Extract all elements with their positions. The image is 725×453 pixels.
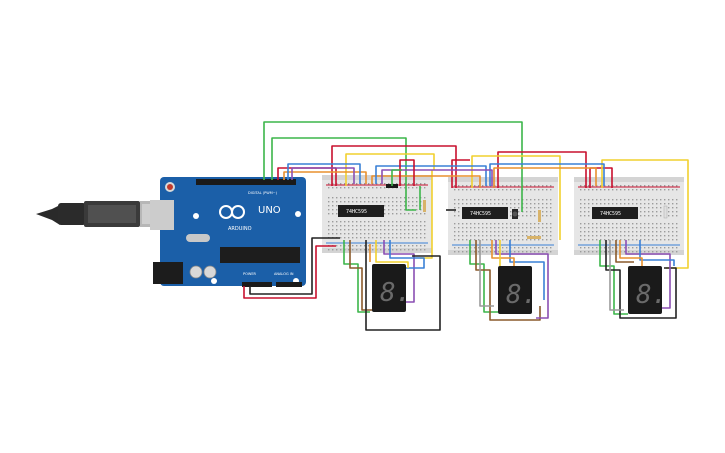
resistor-4[interactable]	[663, 205, 668, 219]
arduino-uno-board[interactable]: ARDUINO UNO DIGITAL (PWM~) POWER ANALOG …	[150, 177, 306, 287]
wire-d1-yellow	[375, 240, 409, 268]
dc-jack	[153, 262, 183, 284]
usb-port	[150, 200, 174, 230]
display-1-digit: 8.	[380, 278, 411, 308]
wire-d2-orange	[491, 240, 515, 266]
wire-d3-brown	[615, 240, 634, 263]
seven-segment-display-3[interactable]: 8.	[628, 266, 667, 314]
wire-orange-1	[283, 171, 367, 184]
wire-d2-purple	[495, 240, 549, 319]
chip-1-label: 74HC595	[346, 209, 367, 215]
digital-header-label: DIGITAL (PWM~)	[248, 191, 278, 195]
power-label: POWER	[243, 272, 257, 276]
wire-d3-purple	[625, 240, 671, 309]
resistor-1[interactable]	[423, 200, 426, 212]
shift-register-2[interactable]: 74HC595	[462, 207, 508, 219]
wire-d3-green	[599, 240, 628, 315]
wire-blue-3	[489, 163, 605, 186]
wire-d3-grey	[609, 240, 624, 311]
rail-stripes	[326, 184, 680, 246]
wire-d1-purple	[383, 240, 415, 303]
wire-d3-blue	[639, 240, 675, 266]
wire-yellow-3	[601, 159, 689, 269]
display-3-digit: 8.	[636, 280, 667, 310]
arduino-logo-text: ARDUINO	[228, 226, 252, 232]
wire-purple-1	[291, 167, 355, 184]
analog-label: ANALOG IN	[274, 272, 294, 276]
resistor-3[interactable]	[527, 236, 541, 239]
analog-header[interactable]	[276, 282, 302, 287]
shift-register-1[interactable]: 74HC595	[338, 205, 384, 217]
atmega-chip	[220, 247, 300, 263]
wire-purple-2	[381, 169, 493, 186]
wire-yellow-1	[345, 153, 435, 186]
seven-segment-display-2[interactable]: 8.	[498, 266, 537, 314]
wire-d1-green	[343, 240, 370, 313]
wire-d3-orange	[619, 240, 643, 266]
board-model-label: UNO	[258, 205, 281, 216]
wire-red-2	[331, 145, 457, 188]
wire-d2-grey	[479, 240, 494, 307]
wire-red-6	[399, 159, 415, 186]
wire-red-5	[589, 167, 613, 188]
chip-3-label: 74HC595	[600, 211, 621, 217]
wire-red-3	[497, 151, 587, 188]
wire-red-4	[451, 159, 470, 188]
wire-black-gnd	[249, 237, 340, 295]
wire-green-rail	[391, 169, 402, 186]
wire-yellow-2	[471, 155, 561, 240]
resistor-2[interactable]	[538, 210, 541, 222]
wire-blue-2	[375, 165, 487, 186]
power-header[interactable]	[242, 282, 272, 287]
seven-segment-display-1[interactable]: 8.	[372, 264, 411, 312]
usb-cable[interactable]	[36, 201, 170, 227]
wire-d1-blue	[389, 240, 425, 269]
wire-green-top-short	[271, 137, 416, 211]
digital-header[interactable]	[196, 179, 296, 185]
wire-blue-1	[287, 163, 361, 184]
wire-red-power	[243, 245, 336, 299]
display-2-digit: 8.	[506, 280, 537, 310]
wire-orange-2	[371, 175, 481, 188]
wire-d1-black	[365, 240, 441, 331]
chip-2-label: 74HC595	[470, 211, 491, 217]
shift-register-3[interactable]: 74HC595	[592, 207, 638, 219]
wire-orange-3	[493, 167, 597, 188]
wire-d2-green	[469, 240, 498, 313]
wires[interactable]	[243, 121, 689, 331]
wire-green-top-long	[263, 121, 523, 212]
wire-d2-blue	[509, 240, 545, 300]
wire-d3-black	[605, 240, 677, 319]
